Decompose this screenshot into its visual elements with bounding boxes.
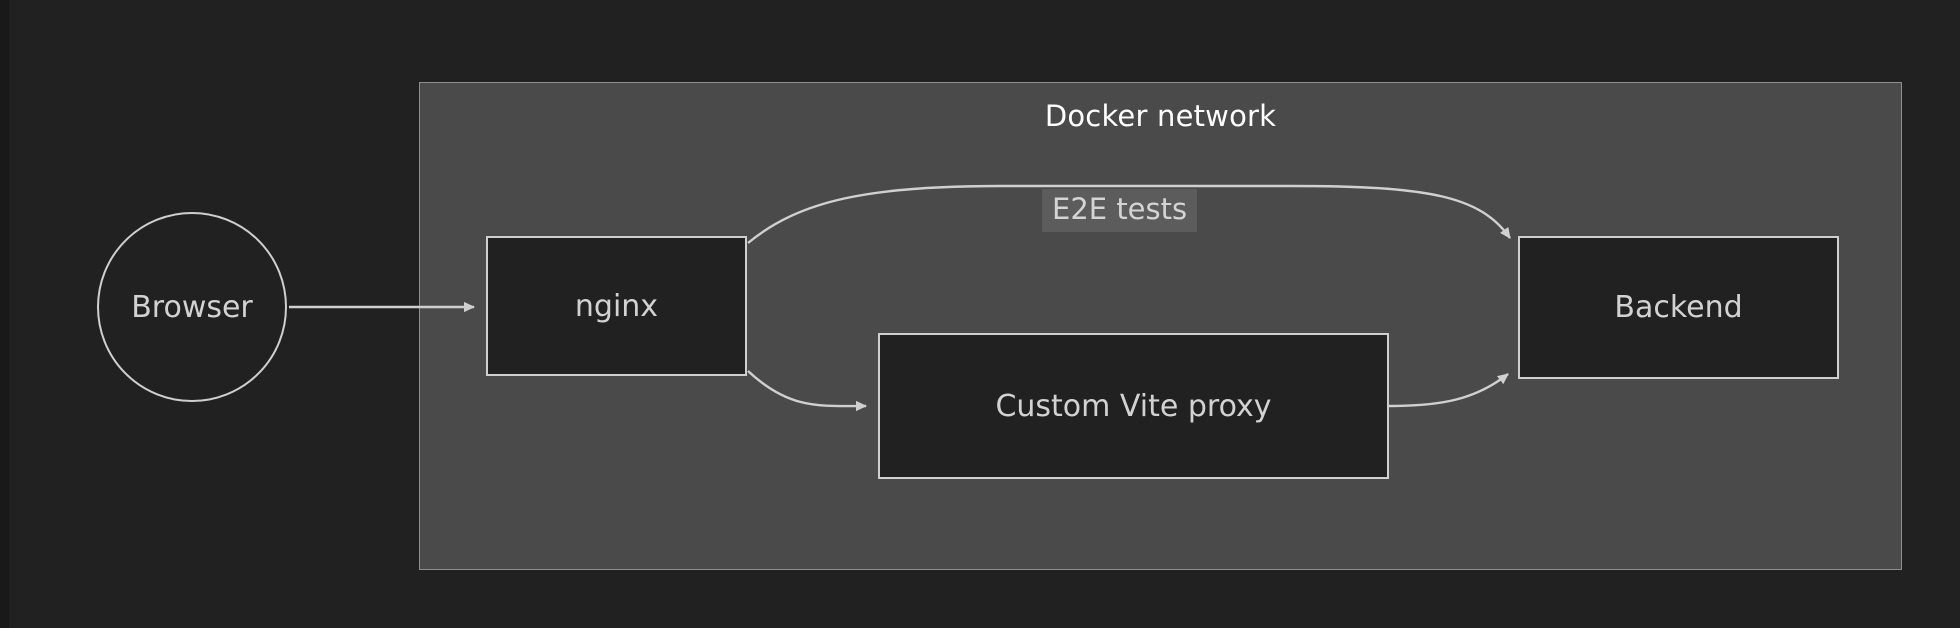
node-backend-label: Backend [1614,290,1743,325]
docker-network-title: Docker network [1044,99,1277,133]
node-browser-label: Browser [131,289,253,325]
node-backend[interactable]: Backend [1518,236,1839,379]
node-nginx[interactable]: nginx [486,236,747,376]
node-custom-vite-proxy-label: Custom Vite proxy [995,388,1272,424]
edge-label-e2e-tests: E2E tests [1042,189,1198,232]
node-custom-vite-proxy[interactable]: Custom Vite proxy [878,333,1389,479]
node-browser[interactable]: Browser [97,212,287,402]
node-nginx-label: nginx [574,288,659,324]
left-edge-gutter [0,0,9,628]
